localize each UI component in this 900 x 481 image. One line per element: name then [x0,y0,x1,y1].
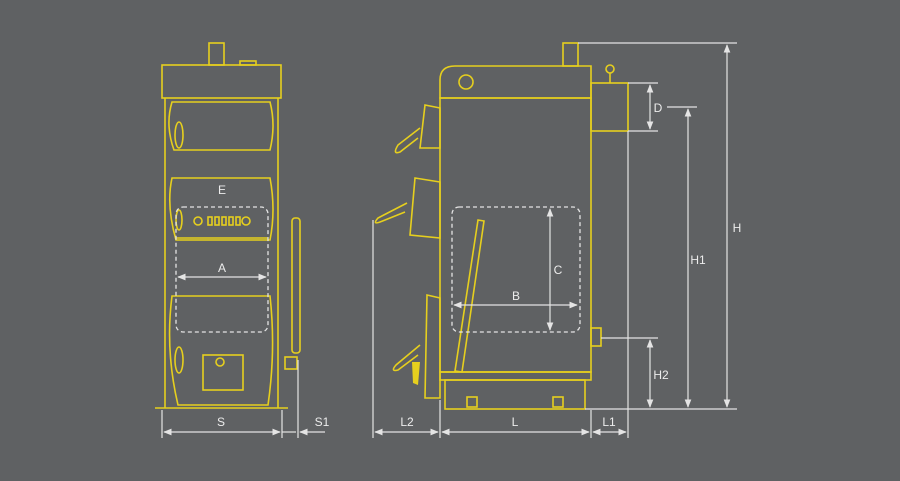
lower-door [168,295,274,406]
boiler-body [439,97,592,373]
label-s: S [217,415,225,429]
chimney [208,42,225,66]
flue-box [590,82,629,132]
label-d: D [654,101,663,115]
base [444,379,586,410]
label-l2: L2 [400,415,414,429]
top-section [439,65,592,99]
label-c: C [554,263,563,277]
chimney [562,42,579,67]
poker-tool [291,217,301,354]
label-s1: S1 [315,415,330,429]
label-e: E [218,183,226,197]
label-l: L [512,415,519,429]
poker-tool [454,219,485,373]
firebox-outline [451,206,581,333]
label-a: A [218,261,226,275]
upper-door [168,101,274,151]
top-cover [161,64,282,99]
label-h: H [733,221,742,235]
label-b: B [512,289,520,303]
label-h2: H2 [653,368,669,382]
front-view: A E S S1 [155,42,330,438]
firebox-outline [175,206,269,333]
label-l1: L1 [602,415,616,429]
ash-door [202,354,244,391]
middle-door [168,177,274,241]
label-h1: H1 [690,253,706,267]
side-view: B C H H1 H2 D L2 L L1 [372,42,742,438]
